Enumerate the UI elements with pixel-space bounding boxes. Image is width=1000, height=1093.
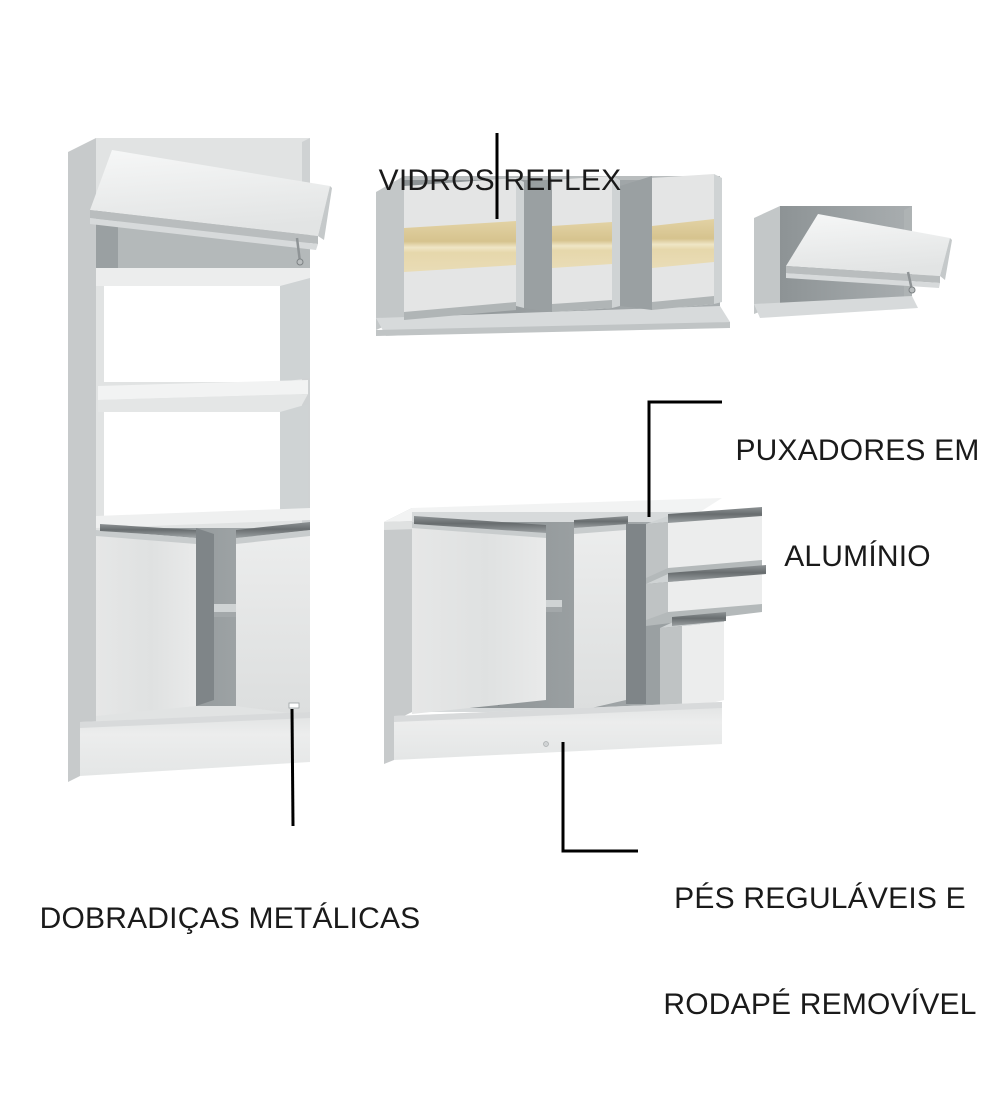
base-cabinet-drawer-3 bbox=[660, 612, 726, 710]
wall-cabinet-small-flip-door bbox=[786, 214, 952, 294]
base-cabinet-drawer-handle-3 bbox=[672, 612, 726, 626]
base-cabinet-handle-left bbox=[414, 516, 546, 533]
base-cabinet-drawer-handle-1 bbox=[668, 507, 762, 523]
base-cabinet-door-middle bbox=[574, 516, 628, 712]
leader-lines bbox=[290, 133, 722, 853]
base-cabinet bbox=[384, 498, 766, 764]
base-cabinet-plinth bbox=[384, 702, 722, 764]
tall-cabinet-door-hinge bbox=[288, 702, 300, 709]
wall-cabinet-door-2 bbox=[552, 176, 620, 312]
annotation-vidros-reflex: VIDROS REFLEX bbox=[0, 92, 1000, 269]
annotation-pes-regulaveis: PÉS REGULÁVEIS E RODAPÉ REMOVÍVEL bbox=[640, 810, 1000, 1093]
tall-cabinet-shelf bbox=[98, 380, 308, 412]
adjustable-foot bbox=[543, 741, 549, 747]
annotation-dobradicas-line-1: DOBRADIÇAS METÁLICAS bbox=[39, 901, 421, 935]
wall-cabinet-small bbox=[754, 206, 952, 318]
wall-cabinet-glass bbox=[376, 174, 730, 336]
tall-cabinet bbox=[68, 138, 332, 782]
annotation-vidros-line-1: VIDROS REFLEX bbox=[378, 163, 622, 197]
leader-pes bbox=[561, 742, 638, 853]
tall-cabinet-plinth bbox=[68, 712, 310, 782]
furniture-illustration bbox=[68, 133, 952, 853]
wall-cabinet-door-3 bbox=[652, 174, 722, 310]
tall-cabinet-lower-door-left bbox=[96, 524, 196, 716]
reflex-glass-panel-1 bbox=[404, 221, 516, 272]
wall-cabinet-door-1 bbox=[404, 178, 524, 320]
annotation-puxadores-aluminio: PUXADORES EM ALUMÍNIO bbox=[715, 362, 1000, 645]
annotation-pes-line-2: RODAPÉ REMOVÍVEL bbox=[663, 987, 977, 1021]
tall-cabinet-handle-right bbox=[236, 522, 310, 538]
reflex-glass-panel-3 bbox=[652, 219, 714, 268]
diagram-canvas: VIDROS REFLEX PUXADORES EM ALUMÍNIO DOBR… bbox=[0, 92, 1000, 1021]
base-cabinet-handle-middle bbox=[574, 516, 628, 528]
leader-dobradicas bbox=[290, 708, 295, 827]
tall-cabinet-lower-door-right bbox=[236, 522, 310, 716]
tall-cabinet-handle-left bbox=[100, 524, 196, 537]
annotation-pes-line-1: PÉS REGULÁVEIS E bbox=[674, 881, 966, 915]
tall-cabinet-flip-door bbox=[90, 150, 332, 266]
leader-puxadores bbox=[647, 400, 722, 517]
annotation-dobradicas-metalicas: DOBRADIÇAS METÁLICAS bbox=[10, 830, 450, 1007]
base-cabinet-drawer-handle-2 bbox=[668, 565, 766, 582]
annotation-puxadores-line-2: ALUMÍNIO bbox=[784, 539, 931, 573]
reflex-glass-panel-2 bbox=[552, 222, 612, 268]
annotation-puxadores-line-1: PUXADORES EM bbox=[735, 433, 980, 467]
base-cabinet-door-left bbox=[412, 516, 546, 714]
